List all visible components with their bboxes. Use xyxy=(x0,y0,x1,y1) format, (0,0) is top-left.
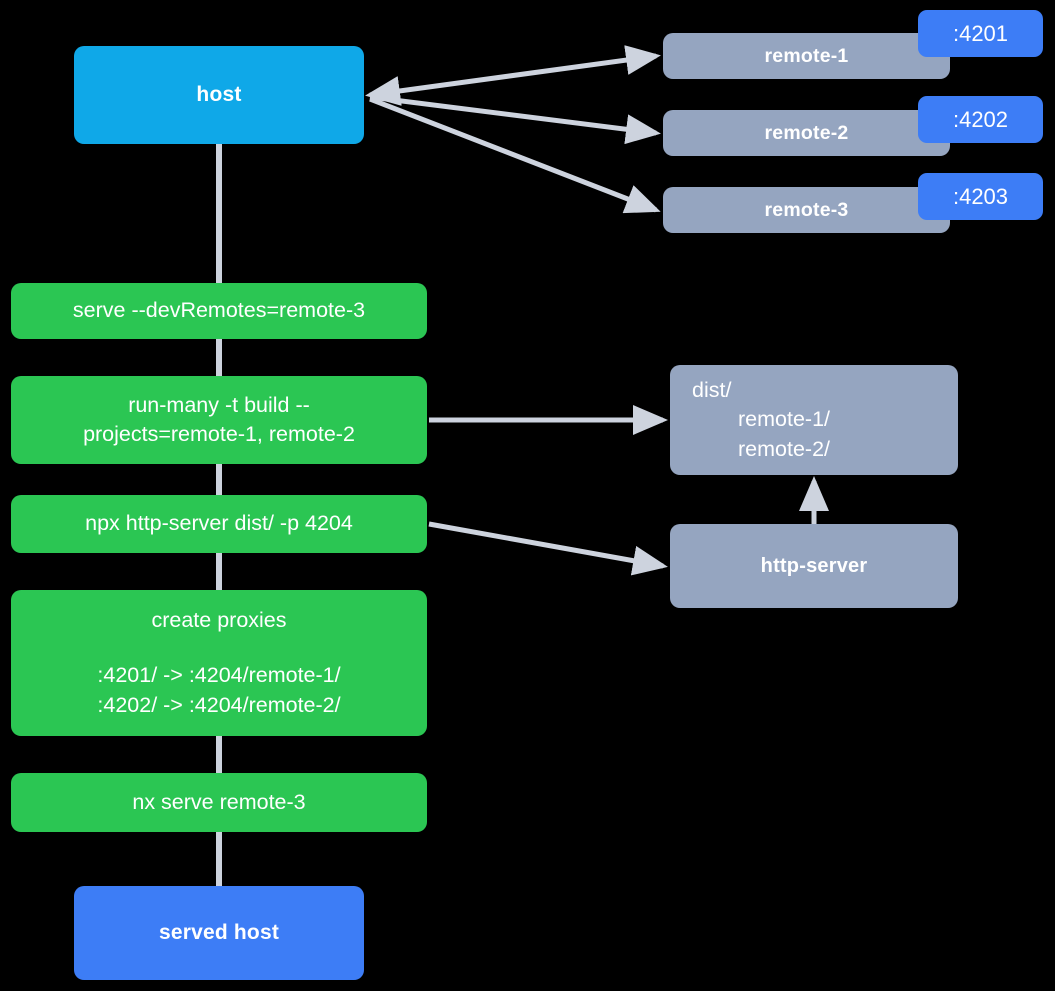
command-nx-serve-remote-3-label: nx serve remote-3 xyxy=(132,789,306,814)
node-served-host-label: served host xyxy=(158,920,280,944)
node-remote-3-label: remote-3 xyxy=(764,198,849,221)
node-remote-1[interactable]: remote-1 xyxy=(663,33,950,79)
command-create-proxies-line-1: :4201/ -> :4204/remote-1/ xyxy=(97,663,341,688)
node-served-host[interactable]: served host xyxy=(74,886,364,980)
node-dist-folder[interactable]: dist/ remote-1/ remote-2/ xyxy=(670,365,958,475)
node-host-label: host xyxy=(196,82,242,106)
command-serve-devremotes-label: serve --devRemotes=remote-3 xyxy=(72,298,366,323)
command-create-proxies-spacer xyxy=(97,635,340,661)
command-run-many-line-2: projects=remote-1, remote-2 xyxy=(83,422,355,446)
badge-port-4203[interactable]: :4203 xyxy=(918,173,1043,220)
command-npx-http-server[interactable]: npx http-server dist/ -p 4204 xyxy=(11,495,427,553)
edge-host-to-remote-2 xyxy=(369,94,661,145)
badge-port-4201[interactable]: :4201 xyxy=(918,10,1043,57)
command-create-proxies-line-2: :4202/ -> :4204/remote-2/ xyxy=(97,692,341,717)
command-create-proxies-title: create proxies xyxy=(151,608,287,633)
node-remote-2[interactable]: remote-2 xyxy=(663,110,950,156)
node-dist-line-2: remote-1/ xyxy=(738,407,831,432)
badge-port-4203-label: :4203 xyxy=(952,183,1009,209)
command-serve-devremotes[interactable]: serve --devRemotes=remote-3 xyxy=(11,283,427,339)
edge-npx-to-httpserver xyxy=(428,521,668,576)
command-run-many[interactable]: run-many -t build -- projects=remote-1, … xyxy=(11,376,427,464)
node-host[interactable]: host xyxy=(74,46,364,144)
node-dist-folder-text: dist/ remote-1/ remote-2/ xyxy=(692,376,830,463)
command-npx-http-server-label: npx http-server dist/ -p 4204 xyxy=(85,511,353,536)
command-nx-serve-remote-3[interactable]: nx serve remote-3 xyxy=(11,773,427,832)
command-run-many-line-1: run-many -t build -- xyxy=(128,392,310,417)
command-run-many-text: run-many -t build -- projects=remote-1, … xyxy=(83,391,355,449)
node-dist-line-3: remote-2/ xyxy=(738,436,831,461)
edge-host-to-remote-3 xyxy=(369,96,661,214)
node-remote-2-label: remote-2 xyxy=(764,121,849,144)
edge-host-to-remote-1 xyxy=(365,45,661,106)
badge-port-4202-label: :4202 xyxy=(952,106,1009,132)
command-create-proxies[interactable]: create proxies :4201/ -> :4204/remote-1/… xyxy=(11,590,427,736)
badge-port-4202[interactable]: :4202 xyxy=(918,96,1043,143)
badge-port-4201-label: :4201 xyxy=(952,20,1009,46)
command-create-proxies-text: create proxies :4201/ -> :4204/remote-1/… xyxy=(97,606,340,719)
node-http-server-label: http-server xyxy=(760,554,868,577)
host-to-remotes-edges xyxy=(365,45,661,214)
node-remote-1-label: remote-1 xyxy=(764,44,849,67)
node-dist-line-1: dist/ xyxy=(692,378,732,403)
node-remote-3[interactable]: remote-3 xyxy=(663,187,950,233)
node-http-server[interactable]: http-server xyxy=(670,524,958,608)
